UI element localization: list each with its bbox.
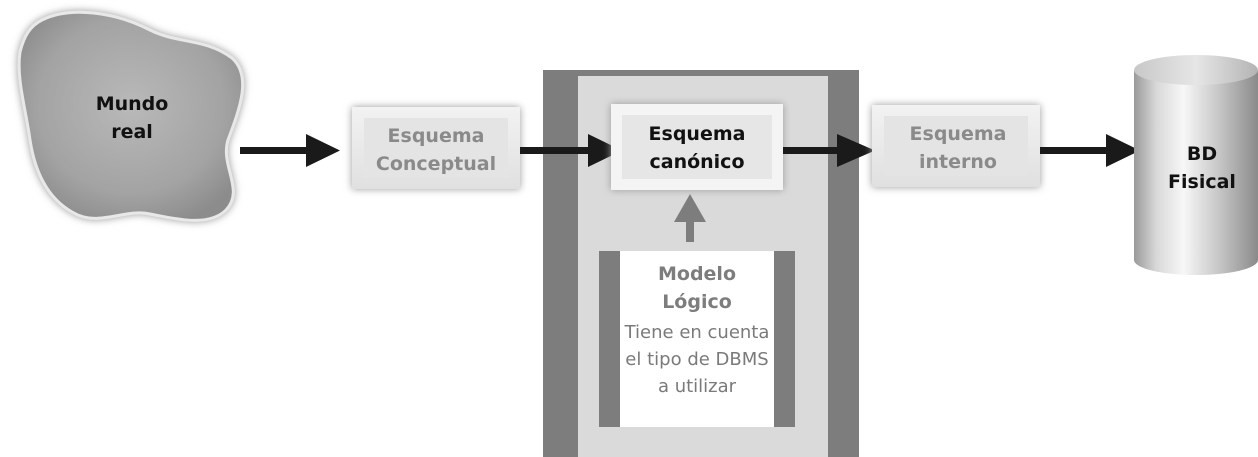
database-cylinder-icon (1134, 70, 1258, 275)
cloud-shape (17, 10, 245, 222)
arrow-conceptual-to-canonico (520, 134, 622, 167)
esquema-conceptual-node: Esquema Conceptual (352, 107, 520, 189)
modelo-logico-node: Modelo Lógico Tiene en cuenta el tipo de… (599, 251, 795, 427)
esquema-canonico-label-line1: Esquema (649, 123, 746, 145)
arrow-logico-to-canonico (674, 194, 706, 242)
bd-fisical-label-line2: Fisical (1168, 171, 1236, 193)
bd-fisical-node: BD Fisical (1134, 55, 1258, 275)
modelo-logico-desc-line1: Tiene en cuenta (624, 322, 770, 343)
esquema-canonico-node: Esquema canónico (611, 104, 783, 190)
modelo-logico-desc-line3: a utilizar (658, 376, 737, 397)
mundo-real-label-line1: Mundo (96, 93, 169, 115)
bd-fisical-label-line1: BD (1187, 143, 1217, 165)
esquema-canonico-label-line2: canónico (649, 151, 744, 173)
modelo-logico-title-line2: Lógico (662, 291, 732, 313)
mundo-real-node: Mundo real (17, 10, 245, 222)
modelo-logico-desc-line2: el tipo de DBMS (625, 349, 768, 370)
arrow-interno-to-bd (1040, 134, 1140, 167)
esquema-interno-label-line2: interno (919, 151, 997, 173)
modelo-logico-title-line1: Modelo (658, 263, 736, 285)
esquema-interno-label-line1: Esquema (910, 123, 1007, 145)
mundo-real-label-line2: real (111, 121, 153, 143)
esquema-conceptual-label-line2: Conceptual (376, 153, 496, 175)
esquema-conceptual-label-line1: Esquema (388, 125, 485, 147)
arrow-mundo-to-conceptual (240, 134, 340, 167)
esquema-interno-node: Esquema interno (872, 105, 1040, 187)
arrow-canonico-to-interno (783, 134, 875, 167)
